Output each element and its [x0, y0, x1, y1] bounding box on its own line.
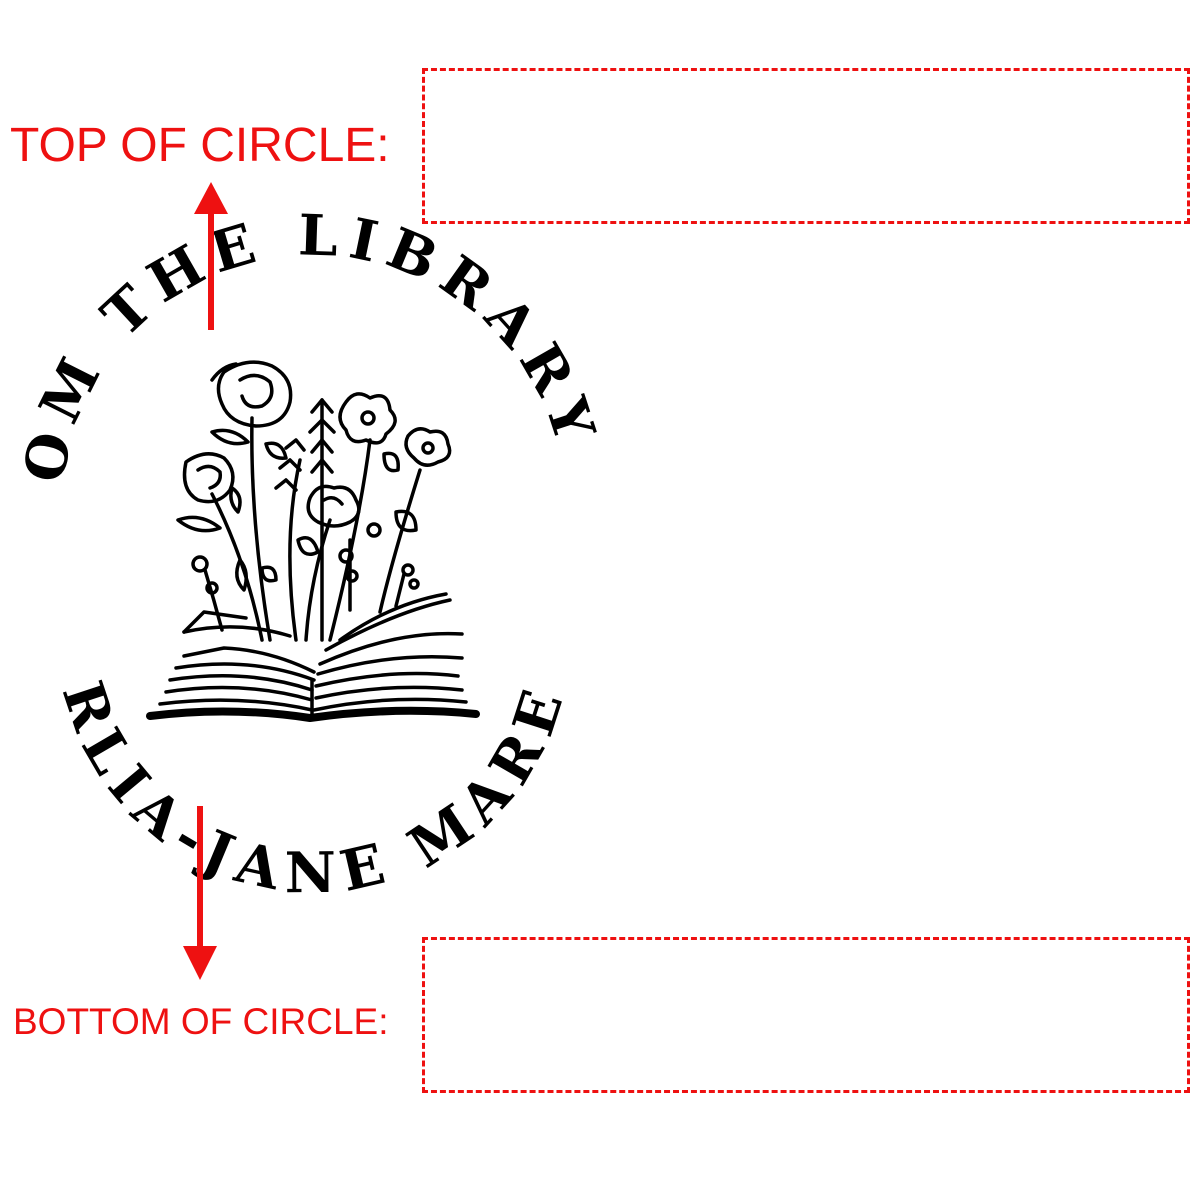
top-of-circle-label: TOP OF CIRCLE:: [10, 119, 390, 172]
arrow-down-icon: [183, 806, 217, 980]
book-with-flowers-icon: [146, 360, 480, 722]
bottom-of-circle-label: BOTTOM OF CIRCLE:: [13, 1001, 389, 1042]
top-of-circle-input[interactable]: [422, 68, 1190, 224]
arrow-up-icon: [194, 182, 228, 330]
bottom-of-circle-input[interactable]: [422, 937, 1190, 1093]
